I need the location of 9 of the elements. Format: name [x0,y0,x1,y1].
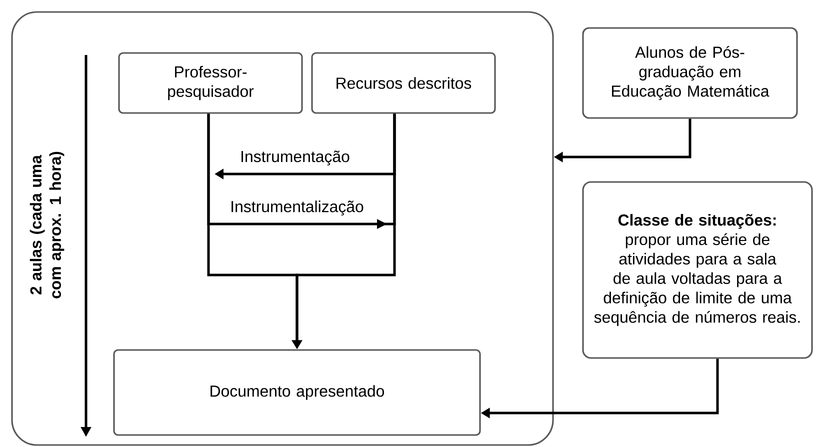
duration-label: 2 aulas (cada uma com aprox. 1 hora) [30,152,64,298]
edge-label: Instrumentalização [229,200,365,216]
process-box: Documento apresentado [113,349,481,436]
outer-panel [11,11,554,446]
process-box: Classe de situações: propor uma série de atividades para a sala de aula voltadas para a definição de limite de uma sequência de números reais. [582,181,813,359]
process-box: Recursos descritos [311,52,496,114]
edge-label: Instrumentação [239,150,351,166]
process-box: Professor-pesquisador [118,52,303,114]
process-box: Alunos de Pós-graduação em Educação Matemática [582,27,798,119]
